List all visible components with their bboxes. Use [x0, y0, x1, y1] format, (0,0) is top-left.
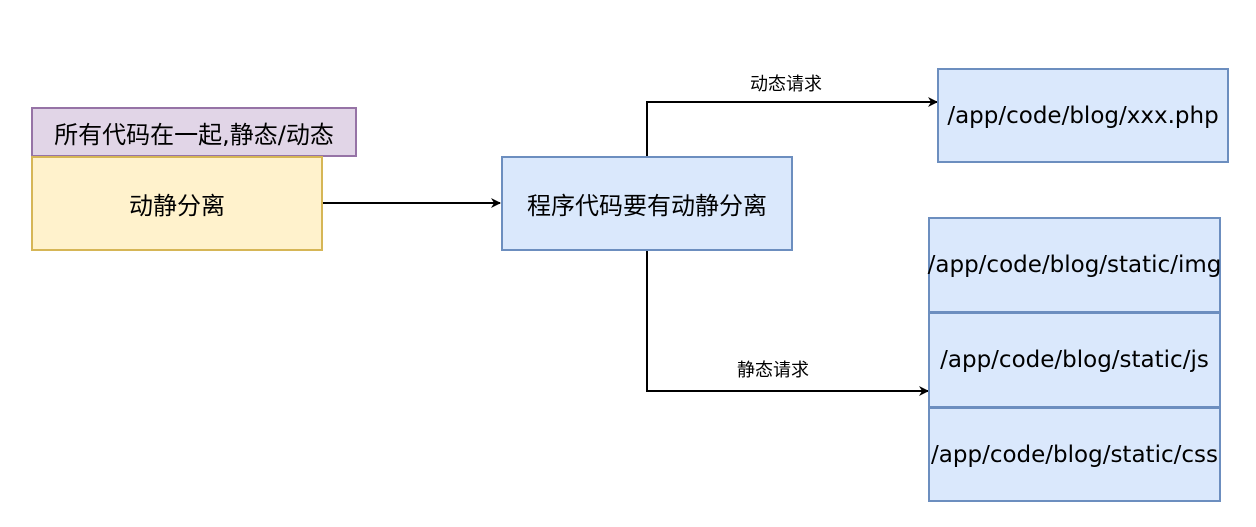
static-js-box: /app/code/blog/static/js	[928, 312, 1221, 408]
static-request-label: 静态请求	[737, 356, 809, 382]
static-css-box: /app/code/blog/static/css	[928, 407, 1221, 502]
program-code-box: 程序代码要有动静分离	[501, 156, 793, 251]
separation-box: 动静分离	[31, 156, 323, 251]
separation-label: 动静分离	[129, 192, 225, 220]
static-js-label: /app/code/blog/static/js	[940, 347, 1209, 373]
all-code-title-label: 所有代码在一起,静态/动态	[54, 120, 334, 149]
static-css-label: /app/code/blog/static/css	[931, 441, 1218, 468]
arrow-dynamic-request	[646, 97, 938, 156]
php-path-label: /app/code/blog/xxx.php	[947, 102, 1219, 129]
php-path-box: /app/code/blog/xxx.php	[937, 68, 1229, 163]
dynamic-request-label: 动态请求	[750, 70, 822, 96]
static-img-box: /app/code/blog/static/img	[928, 217, 1221, 313]
program-code-label: 程序代码要有动静分离	[527, 192, 767, 220]
static-img-label: /app/code/blog/static/img	[927, 252, 1222, 278]
all-code-title-box: 所有代码在一起,静态/动态	[31, 107, 357, 157]
arrow-static-request	[646, 250, 929, 396]
